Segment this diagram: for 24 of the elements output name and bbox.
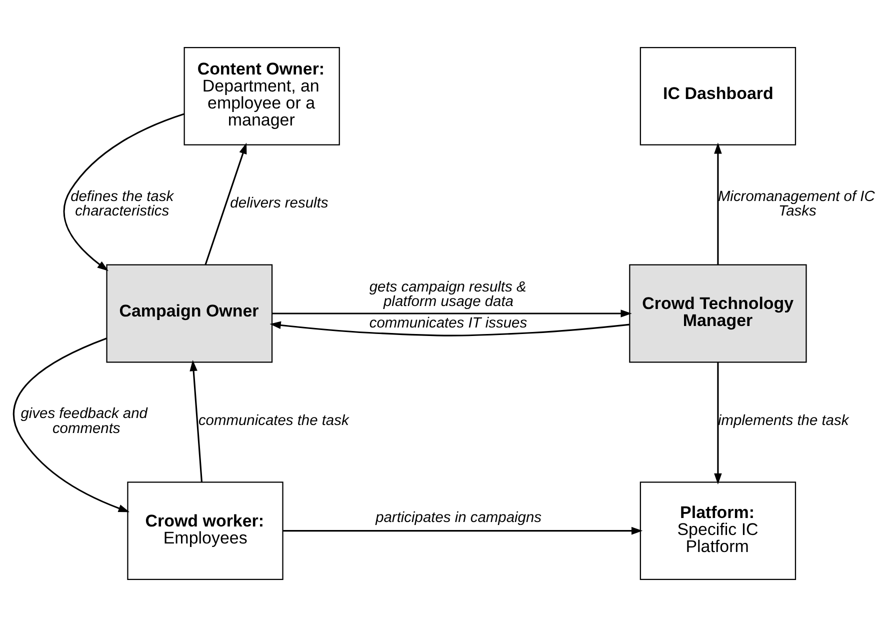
node-box: Crowd Technology Manager — [629, 264, 807, 363]
arrow — [204, 142, 247, 266]
edge-label: communicates IT issues — [369, 316, 528, 332]
arrow — [12, 338, 130, 512]
edge-label: gives feedback and comments — [20, 406, 148, 437]
arrow — [270, 321, 630, 336]
arrow — [272, 310, 632, 318]
edge-label: communicates the task — [198, 412, 349, 429]
edge-label: Micromanagement of IC Tasks — [718, 188, 875, 220]
arrow — [190, 360, 203, 482]
edge-label: implements the task — [718, 412, 849, 429]
node-box: Platform: Specific IC Platform — [640, 482, 796, 580]
node-box: Campaign Owner — [106, 264, 273, 363]
arrow — [283, 526, 643, 535]
edge-label: participates in campaigns — [376, 510, 542, 526]
node-box: IC Dashboard — [640, 46, 796, 146]
node-box: Crowd worker: Employees — [127, 482, 284, 580]
edge-label: gets campaign results & platform usage data — [369, 279, 526, 310]
arrow — [714, 142, 722, 265]
edge-label: defines the task characteristics — [70, 188, 174, 220]
arrow — [63, 113, 184, 272]
node-box: Content Owner: Department, an employee or a manager — [184, 46, 340, 146]
arrow — [714, 362, 722, 484]
edge-label: delivers results — [230, 196, 328, 212]
